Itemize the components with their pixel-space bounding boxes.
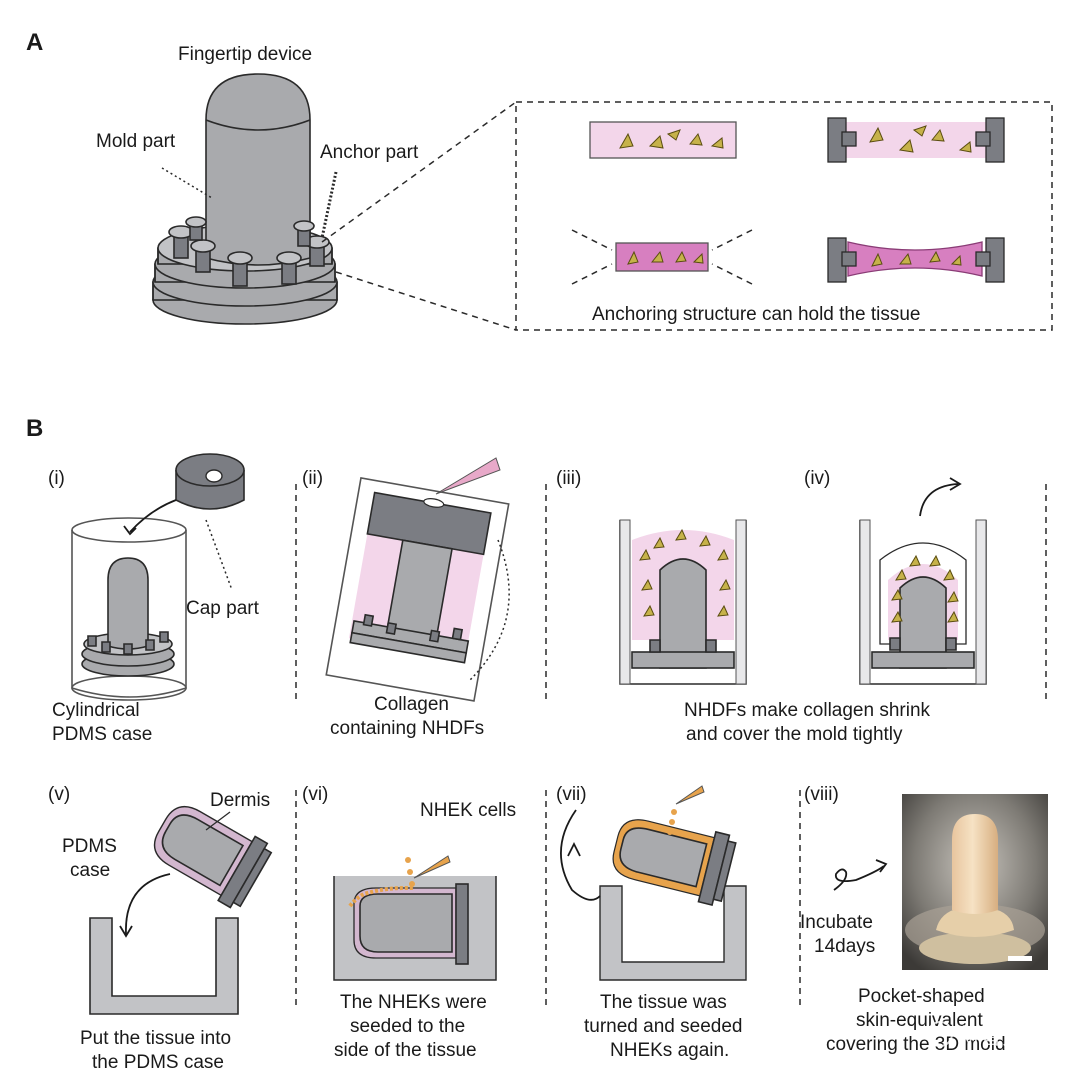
- wechat-icon: [927, 1021, 953, 1047]
- step-vi-drawing: NHEK cells The NHEKs were seeded to the …: [333, 800, 516, 1061]
- panel-separators: [295, 484, 1047, 1010]
- step-iii-caption-1: NHDFs make collagen shrink: [684, 700, 931, 721]
- fingertip-device-drawing: [152, 73, 517, 331]
- step-i-number: (i): [48, 468, 65, 489]
- step-v-drawing: Dermis PDMS case Put the tissue into the…: [62, 790, 273, 1073]
- step-v-caption-1: Put the tissue into: [80, 1028, 231, 1049]
- step-vii-caption-2: turned and seeded: [584, 1016, 742, 1037]
- watermark-text: 新智元: [958, 1025, 1024, 1050]
- step-i-caption-1: Cylindrical: [52, 700, 140, 721]
- step-vi-caption-3: side of the tissue: [334, 1040, 477, 1061]
- fingertip-device-label: Fingertip device: [178, 44, 312, 65]
- mold-part-label: Mold part: [96, 131, 176, 152]
- step-ii-caption-2: containing NHDFs: [330, 718, 484, 739]
- step-ii-drawing: Collagen containing NHDFs: [325, 457, 510, 739]
- step-vii-caption-3: NHEKs again.: [610, 1040, 729, 1061]
- inset-caption: Anchoring structure can hold the tissue: [592, 304, 920, 325]
- step-viii-photo: [902, 794, 1048, 970]
- step-viii-caption-2: skin-equivalent: [856, 1010, 983, 1031]
- step-ii-caption-1: Collagen: [374, 694, 449, 715]
- step-vi-caption-1: The NHEKs were: [340, 992, 487, 1013]
- anchor-part-label: Anchor part: [320, 142, 419, 163]
- step-viii-number: (viii): [804, 784, 839, 805]
- pdms-label-2: case: [70, 860, 110, 881]
- incubate-days-label: 14days: [814, 936, 875, 957]
- step-vi-number: (vi): [302, 784, 328, 805]
- step-iv-drawing: NHDFs make collagen shrink and cover the…: [684, 477, 987, 745]
- cap-part-label: Cap part: [186, 598, 260, 619]
- pdms-label-1: PDMS: [62, 836, 117, 857]
- step-iii-drawing: [619, 519, 747, 685]
- step-vii-drawing: The tissue was turned and seeded NHEKs a…: [560, 785, 747, 1061]
- step-v-number: (v): [48, 784, 70, 805]
- anchoring-inset: Anchoring structure can hold the tissue: [515, 101, 1053, 331]
- step-ii-number: (ii): [302, 468, 323, 489]
- step-iii-number: (iii): [556, 468, 581, 489]
- step-vii-caption-1: The tissue was: [600, 992, 727, 1013]
- panel-a-label: A: [26, 29, 43, 56]
- step-v-caption-2: the PDMS case: [92, 1052, 224, 1073]
- step-iii-caption-2: and cover the mold tightly: [686, 724, 903, 745]
- step-vi-caption-2: seeded to the: [350, 1016, 465, 1037]
- step-viii-caption-3: covering the 3D mold: [826, 1034, 1006, 1055]
- step-iv-number: (iv): [804, 468, 830, 489]
- dermis-label: Dermis: [210, 790, 270, 811]
- nhek-cells-label: NHEK cells: [420, 800, 516, 821]
- step-i-drawing: Cap part Cylindrical PDMS case: [52, 453, 260, 745]
- step-i-caption-2: PDMS case: [52, 724, 152, 745]
- step-vii-number: (vii): [556, 784, 587, 805]
- incubate-label: Incubate: [800, 912, 873, 933]
- step-viii-caption-1: Pocket-shaped: [858, 986, 985, 1007]
- watermark: 新智元: [927, 1021, 1024, 1050]
- panel-b-label: B: [26, 415, 43, 442]
- step-viii-labels: Incubate 14days Pocket-shaped skin-equiv…: [800, 859, 1006, 1055]
